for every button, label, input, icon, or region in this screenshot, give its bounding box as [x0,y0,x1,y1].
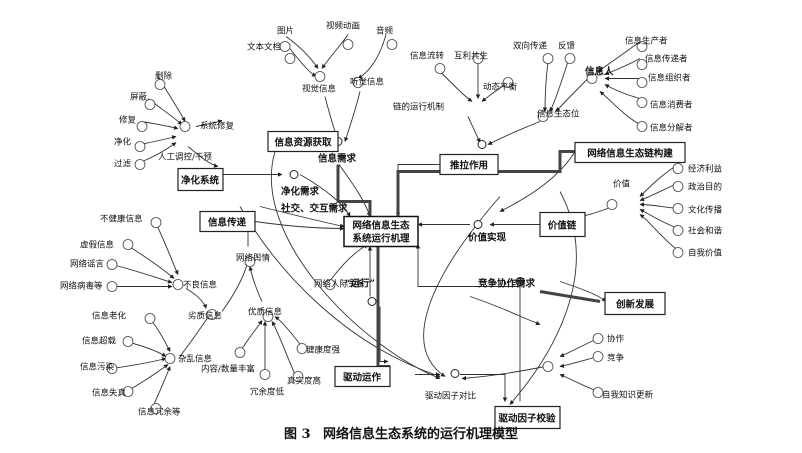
label-manual: 人工调控/干预 [158,152,212,163]
box-purify-system: 净化系统 [177,167,224,192]
node-labels: 图片 视频动画 音频 文本文档 视觉信息 听觉信息 信息需求 删除 屏蔽 修复 … [60,21,723,418]
label-value-real: 价值实现 [468,232,507,244]
box-core-line2: 系统运行机理 [352,233,410,245]
box-value-chain-label: 价值链 [548,220,577,232]
label-compete-demand: 竞争协作需求 [477,278,536,290]
box-info-resource-label: 信息资源获取 [274,137,332,149]
label-info-demand: 信息需求 [318,153,357,165]
label-value: 价值 [613,179,631,190]
label-net-opinion: 网络舆情 [236,253,271,264]
label-organizer: 信息组织者 [648,73,691,84]
box-drive-operation-label: 驱动运作 [343,372,382,384]
flow-pipes [336,150,601,368]
box-chain-build-label: 网络信息生态链构建 [587,148,673,160]
label-flow: 信息流转 [410,51,445,62]
label-pollution: 信息污染 [80,362,115,373]
box-innovation-label: 创新发展 [615,299,655,311]
label-health: 健康度强 [306,345,341,356]
box-info-resource: 信息资源获取 [267,130,339,153]
label-harmony: 社会和谐 [688,226,723,237]
label-delete: 删除 [155,71,173,82]
figure-number: 图 3 [283,427,311,442]
label-poor-info: 劣质信息 [188,311,223,322]
valve-markers [289,137,525,378]
box-info-transfer: 信息传递 [199,210,256,233]
label-econ: 经济利益 [688,164,723,175]
figure-title: 网络信息生态系统的运行机理模型 [323,427,519,442]
label-redund-low: 冗余度低 [250,387,285,398]
label-compete: 竞争 [607,353,625,364]
label-self-value: 自我价值 [688,248,723,259]
label-dyn-balance: 动态平衡 [483,82,518,93]
label-relations: 网络人际关系 [314,279,365,290]
label-text-doc: 文本文档 [247,42,281,53]
box-drive-check: 驱动因子校验 [494,405,561,430]
label-self-update: 自我知识更新 [602,390,654,401]
label-chain-mech: 链的运行机制 [393,102,444,113]
figure-caption: 图 3 网络信息生态系统的运行机理模型 [0,423,802,442]
label-audio-info: 听觉信息 [350,77,385,88]
label-image: 图片 [277,26,294,37]
label-transmitter: 信息传递者 [645,54,688,65]
label-chaos: 杂乱信息 [178,354,213,365]
label-shield: 屏蔽 [130,92,148,103]
label-drive-compare: 驱动因子对比 [425,391,476,402]
label-cooperate: 协作 [607,334,625,345]
label-rumor: 网络谣言 [70,259,105,270]
label-distortion: 信息失真 [92,388,127,399]
label-two-way: 双向传递 [513,41,548,52]
box-info-transfer-label: 信息传递 [208,217,247,229]
box-innovation: 创新发展 [604,291,666,316]
box-core-line1: 网络信息生态 [352,220,410,232]
box-drive-check-label: 驱动因子校验 [498,413,556,425]
box-value-chain: 价值链 [539,211,586,238]
label-overload: 信息超载 [82,336,117,347]
label-purify-demand: 净化需求 [281,186,320,198]
label-aging: 信息老化 [92,311,127,322]
label-fake: 虚假信息 [80,240,115,251]
label-redundancy: 信息冗余等 [138,407,181,418]
label-bad-info: 不良信息 [183,280,218,291]
label-purify: 净化 [114,137,132,148]
box-core-mechanism: 网络信息生态 系统运行机理 [343,215,419,248]
label-audio: 音频 [376,26,394,37]
label-run: “运行” [345,278,375,290]
label-mutual: 互利共生 [454,51,489,62]
label-good-info: 优质信息 [248,307,283,318]
label-unhealthy: 不健康信息 [100,214,143,225]
label-feedback: 反馈 [558,41,576,52]
label-sys-repair: 系统修复 [200,121,235,132]
label-virus: 网络病毒等 [60,281,103,292]
label-video: 视频动画 [326,21,360,32]
label-info-person: 信息人 [585,66,614,78]
box-drive-operation: 驱动运作 [334,365,391,388]
label-true-high: 真实度高 [287,376,321,387]
label-filter: 过滤 [114,159,132,170]
label-repair: 修复 [119,115,137,126]
label-visual-info: 视觉信息 [302,84,337,95]
label-rich: 内容/数量丰富 [201,364,255,375]
auxiliary-nodes [106,39,684,414]
label-eco-niche: 信息生态位 [537,109,580,120]
box-purify-system-label: 净化系统 [181,175,220,187]
label-social-demand: 社交、交互需求 [280,203,348,215]
label-producer: 信息生产者 [625,36,668,47]
box-push-pull: 推拉作用 [439,153,499,176]
label-consumer: 信息消费者 [650,100,693,111]
box-chain-build: 网络信息生态链构建 [574,141,686,164]
box-push-pull-label: 推拉作用 [450,160,488,172]
label-politics: 政治目的 [688,182,722,193]
label-decomposer: 信息分解者 [650,123,693,134]
label-culture: 文化传播 [688,205,723,216]
